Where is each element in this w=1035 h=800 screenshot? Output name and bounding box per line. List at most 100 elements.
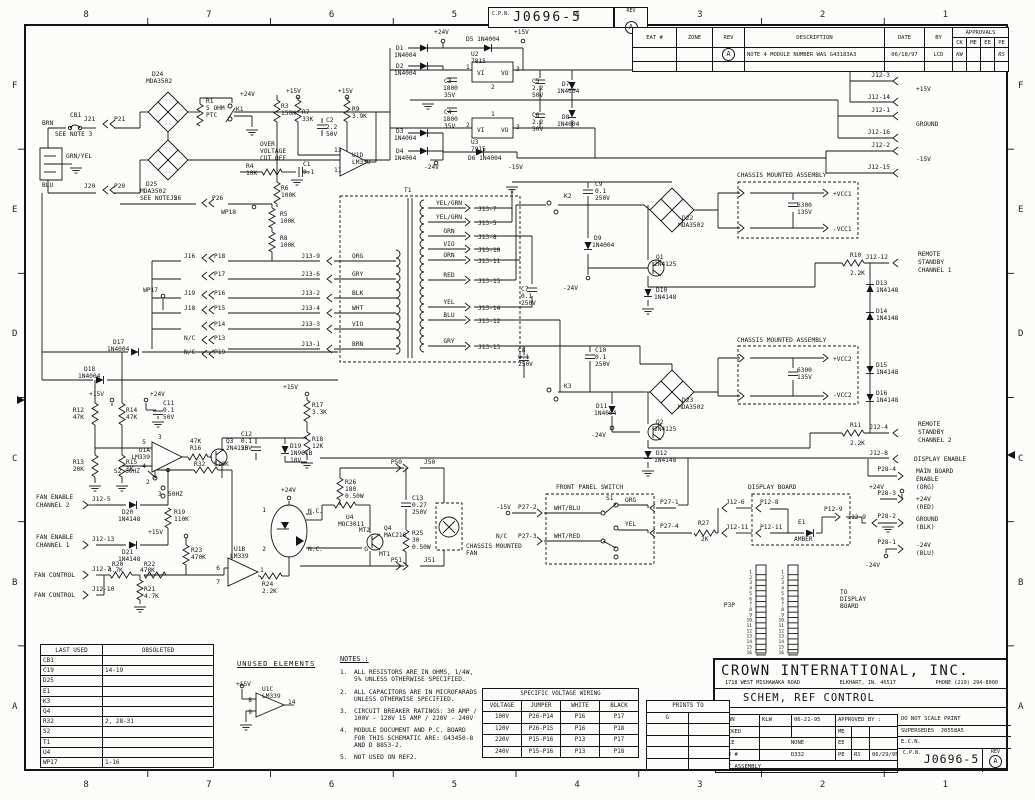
connector-chevron: [208, 253, 215, 263]
cpn-title-box: C.P.N. J0696-5: [488, 7, 614, 28]
resistor-symbol: [91, 402, 99, 426]
col-black: BLACK: [599, 699, 639, 712]
connector-chevron: [208, 335, 215, 345]
schematic-label: WHT/BLU: [554, 505, 580, 512]
schematic-label: 2.2: [532, 85, 543, 92]
schematic-label: D18: [84, 366, 95, 373]
title-block-right: DO NOT SCALE PRINT SUPERSEDES J0558A5 E.…: [897, 714, 1011, 772]
transistor-symbol: [210, 448, 228, 466]
schematic-label: 50V: [241, 445, 252, 452]
connector-chevron: [402, 561, 409, 571]
cell: P16: [560, 711, 600, 724]
schematic-label: 2.2: [532, 119, 543, 126]
schematic-label: N/C: [184, 335, 195, 342]
terminal-circle: [899, 488, 905, 494]
schematic-label: 2N4125: [226, 445, 249, 452]
schematic-label: 2.2K: [262, 588, 277, 595]
schematic-label: J12-12: [866, 254, 889, 261]
schematic-label: 1: [260, 567, 264, 574]
table-row: E1: [40, 685, 214, 697]
schematic-label: C9: [595, 181, 603, 188]
zone-label: 5: [451, 10, 458, 20]
schematic-label: R18: [312, 436, 323, 443]
schematic-label: C10: [595, 347, 606, 354]
schematic-label: -24V: [563, 285, 578, 292]
edge-arrow: [17, 396, 25, 404]
schematic-label: YEL/GRN: [436, 200, 462, 207]
zone-label: B: [1018, 577, 1024, 588]
schematic-label: 100K: [280, 242, 295, 249]
connector-chevron: [892, 133, 899, 143]
schematic-label: P28-2: [877, 513, 896, 520]
pip-pin-number: 6: [749, 596, 752, 602]
cell: P18: [599, 722, 639, 735]
schematic-label: +24V: [869, 484, 884, 491]
cell: [687, 711, 730, 724]
zone-label: A: [12, 701, 18, 712]
connector-chevron: [871, 518, 878, 528]
photodetector-symbol: [296, 536, 304, 546]
cell: CB1: [40, 654, 103, 667]
drawn-by: KLW: [759, 714, 792, 727]
zone-label: 5: [451, 780, 458, 790]
schematic-label: J13-2: [301, 290, 320, 297]
schematic-label: CUT OFF: [260, 155, 286, 162]
schematic-label: R21: [144, 586, 155, 593]
schematic-label: +15V: [89, 391, 104, 398]
schematic-label: -24V: [865, 562, 880, 569]
schematic-label: C11: [163, 400, 174, 407]
schematic-label: +15V: [286, 88, 301, 95]
schematic-label: CHANNEL 1: [918, 267, 952, 274]
schematic-label: AMBER: [794, 536, 813, 543]
schematic-label: R3: [281, 103, 289, 110]
schematic-label: G: [364, 546, 368, 553]
connector-chevron: [109, 119, 116, 129]
schematic-label: U2: [471, 51, 479, 58]
schematic-label: ORG: [352, 253, 363, 260]
schematic-label: U1A: [139, 447, 150, 454]
schematic-label: 1N4148: [654, 294, 677, 301]
schematic-label: -24V: [591, 432, 606, 439]
pip-pin-number: 9: [749, 612, 752, 618]
schematic-label: P20: [114, 183, 125, 190]
resistor-symbol: [187, 453, 209, 461]
cell: [102, 675, 214, 687]
diode-symbol: [568, 82, 576, 90]
connector-chevron: [892, 168, 899, 178]
connector-chevron: [536, 536, 543, 546]
schematic-label: J13-4: [301, 305, 320, 312]
notes-title: NOTES :: [340, 655, 369, 663]
table-row: [646, 746, 730, 759]
schematic-label: 1N4004: [78, 373, 101, 380]
rev-date: 06/18/97: [884, 47, 925, 62]
schematic-label: 0.1: [518, 354, 529, 361]
schematic-label: DISPLAY: [840, 596, 866, 603]
pip-pin-number: 16: [746, 650, 752, 656]
cell: [102, 695, 214, 707]
supersedes: SUPERSEDES J0558A5: [898, 726, 1011, 738]
schematic-label: U1B: [234, 546, 245, 553]
schematic-label: 11: [334, 167, 342, 174]
schematic-label: 1N4004: [557, 88, 580, 95]
schematic-label: 2: [491, 84, 495, 91]
connector-chevron: [102, 185, 109, 195]
resistor-symbol: [109, 571, 133, 579]
note-item: 5.NOT USED ON REF2.: [340, 754, 418, 762]
schematic-label: +15V: [916, 86, 931, 93]
schematic-label: -VCC1: [833, 226, 852, 233]
schematic-label: D19: [290, 443, 301, 450]
schematic-label: D12: [656, 450, 667, 457]
schematic-label: 6300: [797, 202, 812, 209]
diode-symbol: [608, 406, 616, 414]
schematic-label: D10: [656, 287, 667, 294]
pip-pin-number: 5: [749, 591, 752, 597]
terminal-circle: [227, 116, 233, 122]
cell: [687, 757, 730, 770]
next-assembly-label: NEXT ASSEMBLY: [715, 760, 898, 773]
assembly-outline: [545, 493, 655, 565]
cpn-label: C.P.N.: [903, 750, 922, 757]
zone-label: F: [1018, 81, 1024, 92]
schematic-label: R26: [345, 479, 356, 486]
schematic-label: STANDBY: [918, 259, 944, 266]
